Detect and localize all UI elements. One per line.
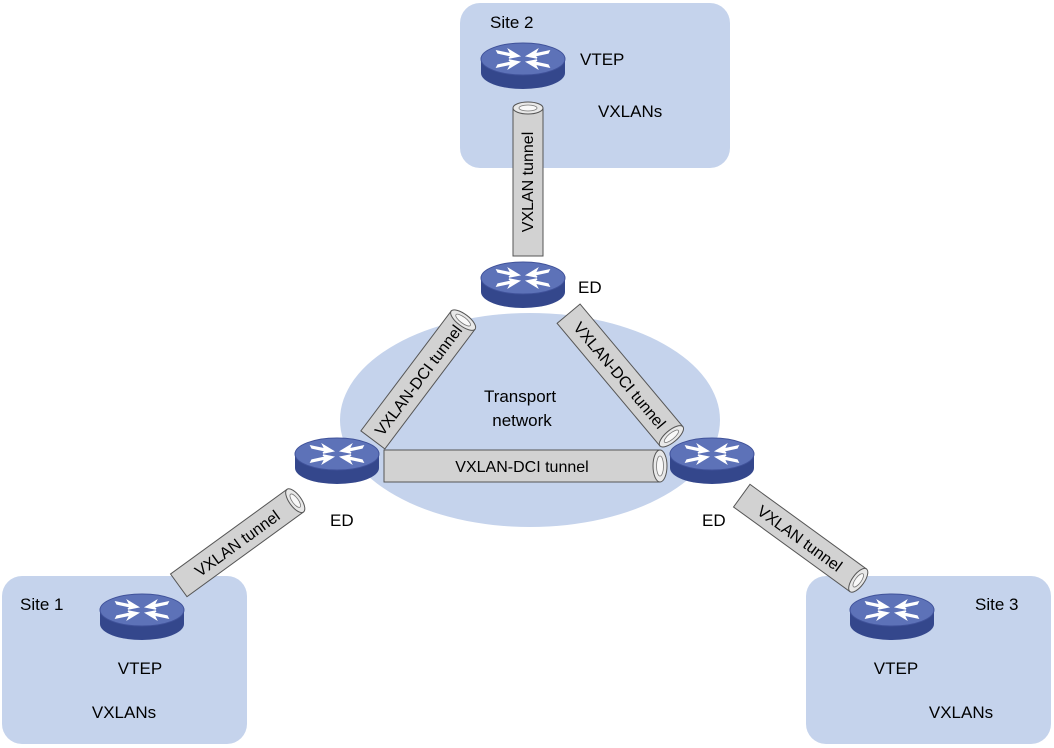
dci-bottom-tunnel: VXLAN-DCI tunnel (383, 449, 668, 483)
right-ed-router-icon (669, 437, 755, 485)
right-ed-label: ED (702, 511, 726, 530)
site2-vtep-router-icon (480, 42, 566, 90)
site-2-vtep-label: VTEP (580, 50, 624, 69)
site-2-label: Site 2 (490, 13, 533, 32)
transport-network-label-line1: Transport (484, 387, 556, 406)
transport-network-label-line2: network (492, 411, 552, 430)
top-ed-router-icon (480, 261, 566, 309)
site1-vxlan-tunnel-label: VXLAN tunnel (192, 508, 283, 581)
left-ed-router-icon (294, 437, 380, 485)
site-1-label: Site 1 (20, 595, 63, 614)
site-1-vxlans-label: VXLANs (92, 703, 156, 722)
site2-vxlan-tunnel: VXLAN tunnel (512, 101, 544, 257)
site1-vtep-router-icon (99, 593, 185, 641)
site3-vxlan-tunnel-label: VXLAN tunnel (753, 503, 844, 576)
site1-vxlan-tunnel: VXLAN tunnel (169, 488, 306, 598)
left-ed-label: ED (330, 511, 354, 530)
site-3-vtep-label: VTEP (874, 659, 918, 678)
top-ed-label: ED (578, 278, 602, 297)
site-1-area (2, 576, 247, 744)
dci-bottom-tunnel-label: VXLAN-DCI tunnel (455, 459, 588, 476)
site2-vxlan-tunnel-label: VXLAN tunnel (520, 132, 537, 233)
site3-vxlan-tunnel: VXLAN tunnel (732, 483, 869, 593)
site-1-vtep-label: VTEP (118, 659, 162, 678)
site-3-vxlans-label: VXLANs (929, 703, 993, 722)
site-2-vxlans-label: VXLANs (598, 102, 662, 121)
site3-vtep-router-icon (849, 593, 935, 641)
site-3-label: Site 3 (975, 595, 1018, 614)
